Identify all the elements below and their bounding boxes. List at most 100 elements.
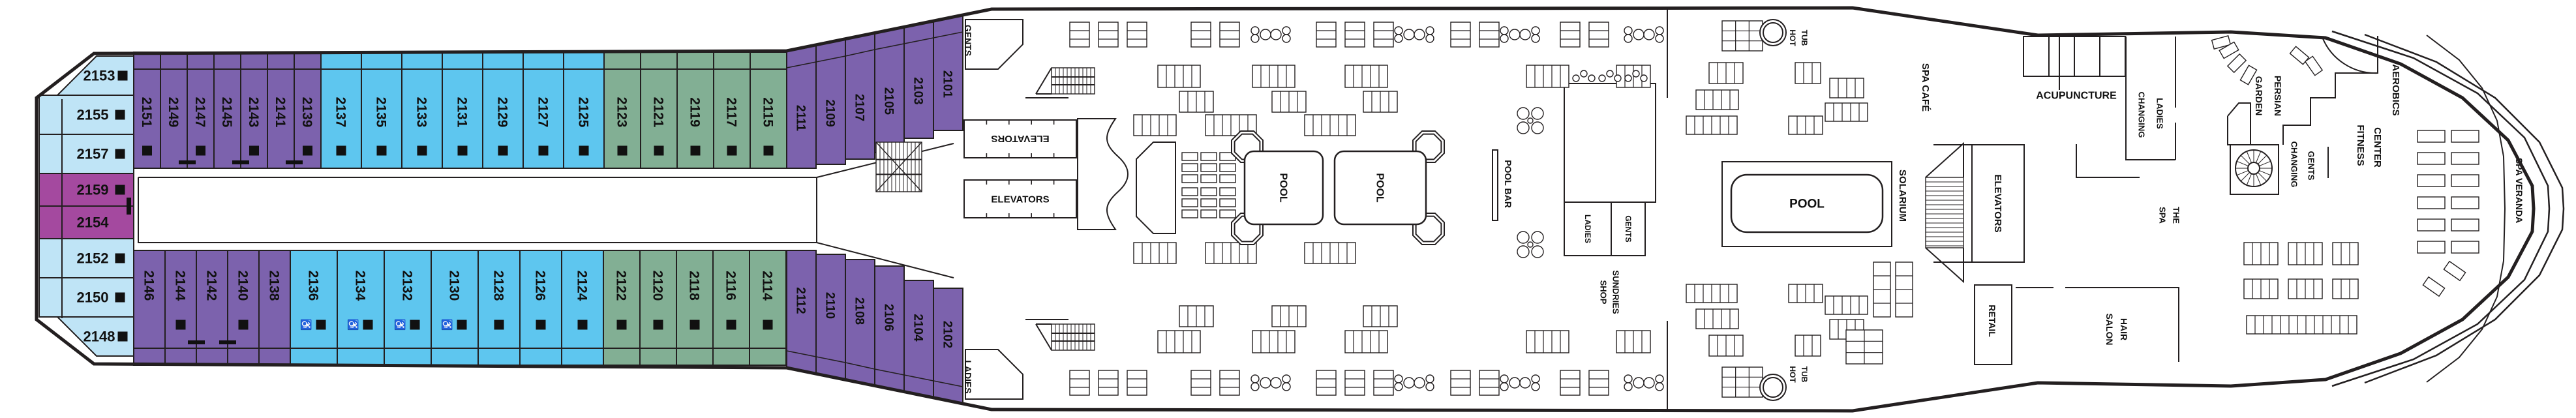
sofa-bed-icon: [616, 320, 627, 330]
exercise-equipment-icon: [2417, 130, 2446, 143]
label-tub: TUB: [1800, 366, 1809, 383]
cabin-2118[interactable]: 2118: [676, 250, 714, 366]
label-hot: HOT: [1788, 29, 1797, 46]
sofa-bed-icon: [654, 145, 664, 156]
cabin-2121[interactable]: 2121: [640, 52, 678, 169]
label-ladies: LADIES: [2155, 98, 2164, 129]
cabin-2154[interactable]: 2154: [38, 205, 134, 239]
label-acupuncture: ACUPUNCTURE: [2036, 91, 2117, 102]
lounger-row-icon: [1708, 62, 1744, 84]
cabin-2122[interactable]: 2122: [603, 250, 641, 366]
sofa-bed-icon: [117, 70, 128, 81]
lounger-icon: [1560, 22, 1581, 48]
lounger-icon: [1127, 370, 1147, 396]
stairs-icon: [875, 142, 922, 192]
lounger-icon: [1316, 22, 1337, 48]
cabin-2110[interactable]: 2110: [815, 254, 846, 381]
cabin-2125[interactable]: 2125: [563, 52, 605, 169]
cabin-2136[interactable]: 2136♿: [290, 250, 338, 366]
exercise-equipment-icon: [2417, 196, 2446, 209]
lounger-row-icon: [1795, 335, 1821, 357]
lounger-row-icon: [2288, 242, 2323, 265]
balcony-divider: [903, 37, 934, 44]
sofa-bed-icon: [196, 145, 205, 156]
cabin-2112[interactable]: 2112: [786, 250, 817, 375]
cabin-number: 2140: [235, 271, 250, 301]
lounger-row-icon: [1686, 284, 1738, 303]
cabin-2131[interactable]: 2131: [442, 52, 483, 169]
cabin-2108[interactable]: 2108: [845, 259, 875, 387]
label-the: THE: [2171, 207, 2181, 224]
label-hair: HAIR: [2119, 318, 2129, 340]
cabin-number: 2149: [166, 97, 181, 128]
cabin-2150[interactable]: 2150: [38, 277, 134, 318]
connecting-door-icon: [188, 340, 205, 344]
sofa-bed-icon: [498, 145, 508, 156]
sofa-bed-icon: [115, 149, 125, 159]
cabin-number: 2111: [793, 105, 807, 132]
lounger-row-icon: [1788, 284, 1823, 303]
wall: [2076, 144, 2140, 178]
cabin-2132[interactable]: 2132♿: [384, 250, 432, 366]
balcony-divider: [786, 61, 817, 68]
gents-room-pool: [1611, 202, 1646, 256]
cabin-2153[interactable]: 2153: [55, 55, 134, 96]
sofa-bed-icon: [115, 253, 125, 263]
cabin-2155[interactable]: 2155: [38, 95, 134, 135]
cabin-2111[interactable]: 2111: [786, 44, 817, 169]
hull-layer: [35, 6, 2565, 413]
cabin-2101[interactable]: 2101: [933, 14, 963, 131]
cabin-2143[interactable]: 2143: [240, 52, 268, 169]
cabin-2103[interactable]: 2103: [903, 20, 934, 139]
cabin-number: 2125: [576, 97, 591, 128]
cabin-2102[interactable]: 2102: [933, 288, 963, 405]
exercise-equipment-icon: [2417, 218, 2446, 231]
wall: [138, 177, 817, 243]
cabin-2117[interactable]: 2117: [713, 52, 751, 169]
table-grid-icon: [1845, 329, 1883, 365]
cabin-number: 2151: [139, 97, 154, 128]
cabin-2105[interactable]: 2105: [874, 25, 905, 153]
sofa-bed-icon: [653, 320, 663, 330]
table-cluster-icon: [1181, 152, 1236, 183]
cabin-number: 2114: [760, 271, 775, 301]
lounger-icon: [1373, 22, 1394, 48]
cabin-2157[interactable]: 2157: [38, 134, 134, 174]
cabin-2116[interactable]: 2116: [712, 250, 750, 366]
cabin-2106[interactable]: 2106: [874, 265, 905, 393]
cabin-2142[interactable]: 2142: [196, 250, 228, 366]
furniture-layer: [127, 19, 2479, 401]
exercise-equipment-icon: [2451, 130, 2479, 143]
balcony-divider: [933, 31, 963, 38]
gents-room-lobby: [965, 19, 1023, 70]
lounger-row-icon: [1363, 91, 1398, 113]
cabin-2159[interactable]: 2159: [38, 173, 134, 207]
sofa-bed-icon: [690, 145, 701, 156]
tables-icon: [1394, 26, 1434, 43]
sofa-bed-icon: [577, 320, 588, 330]
sofa-bed-icon: [363, 320, 373, 330]
cabin-number: 2131: [455, 97, 470, 128]
cabin-2109[interactable]: 2109: [815, 38, 846, 165]
cabin-2141[interactable]: 2141: [267, 52, 295, 169]
sofa-bed-icon: [376, 145, 387, 156]
cabin-2152[interactable]: 2152: [38, 238, 134, 278]
cabin-2148[interactable]: 2148: [55, 316, 134, 357]
balcony-divider: [786, 350, 817, 357]
wall: [2227, 102, 2251, 145]
cabin-2145[interactable]: 2145: [213, 52, 241, 169]
cabin-2123[interactable]: 2123: [603, 52, 641, 169]
elevator-bank: [963, 119, 1077, 158]
label-changing: CHANGING: [2136, 92, 2146, 138]
cabin-2128[interactable]: 2128: [477, 250, 521, 366]
cabin-2107[interactable]: 2107: [845, 31, 875, 160]
pool-deck-pavilion: [1564, 83, 1656, 203]
tables-icon: [1624, 374, 1664, 391]
sofa-bed-icon: [115, 185, 125, 195]
cabin-2147[interactable]: 2147: [187, 52, 215, 169]
tables-icon: [1624, 26, 1664, 43]
cabin-2104[interactable]: 2104: [903, 280, 934, 399]
lounger-icon: [1190, 22, 1211, 48]
